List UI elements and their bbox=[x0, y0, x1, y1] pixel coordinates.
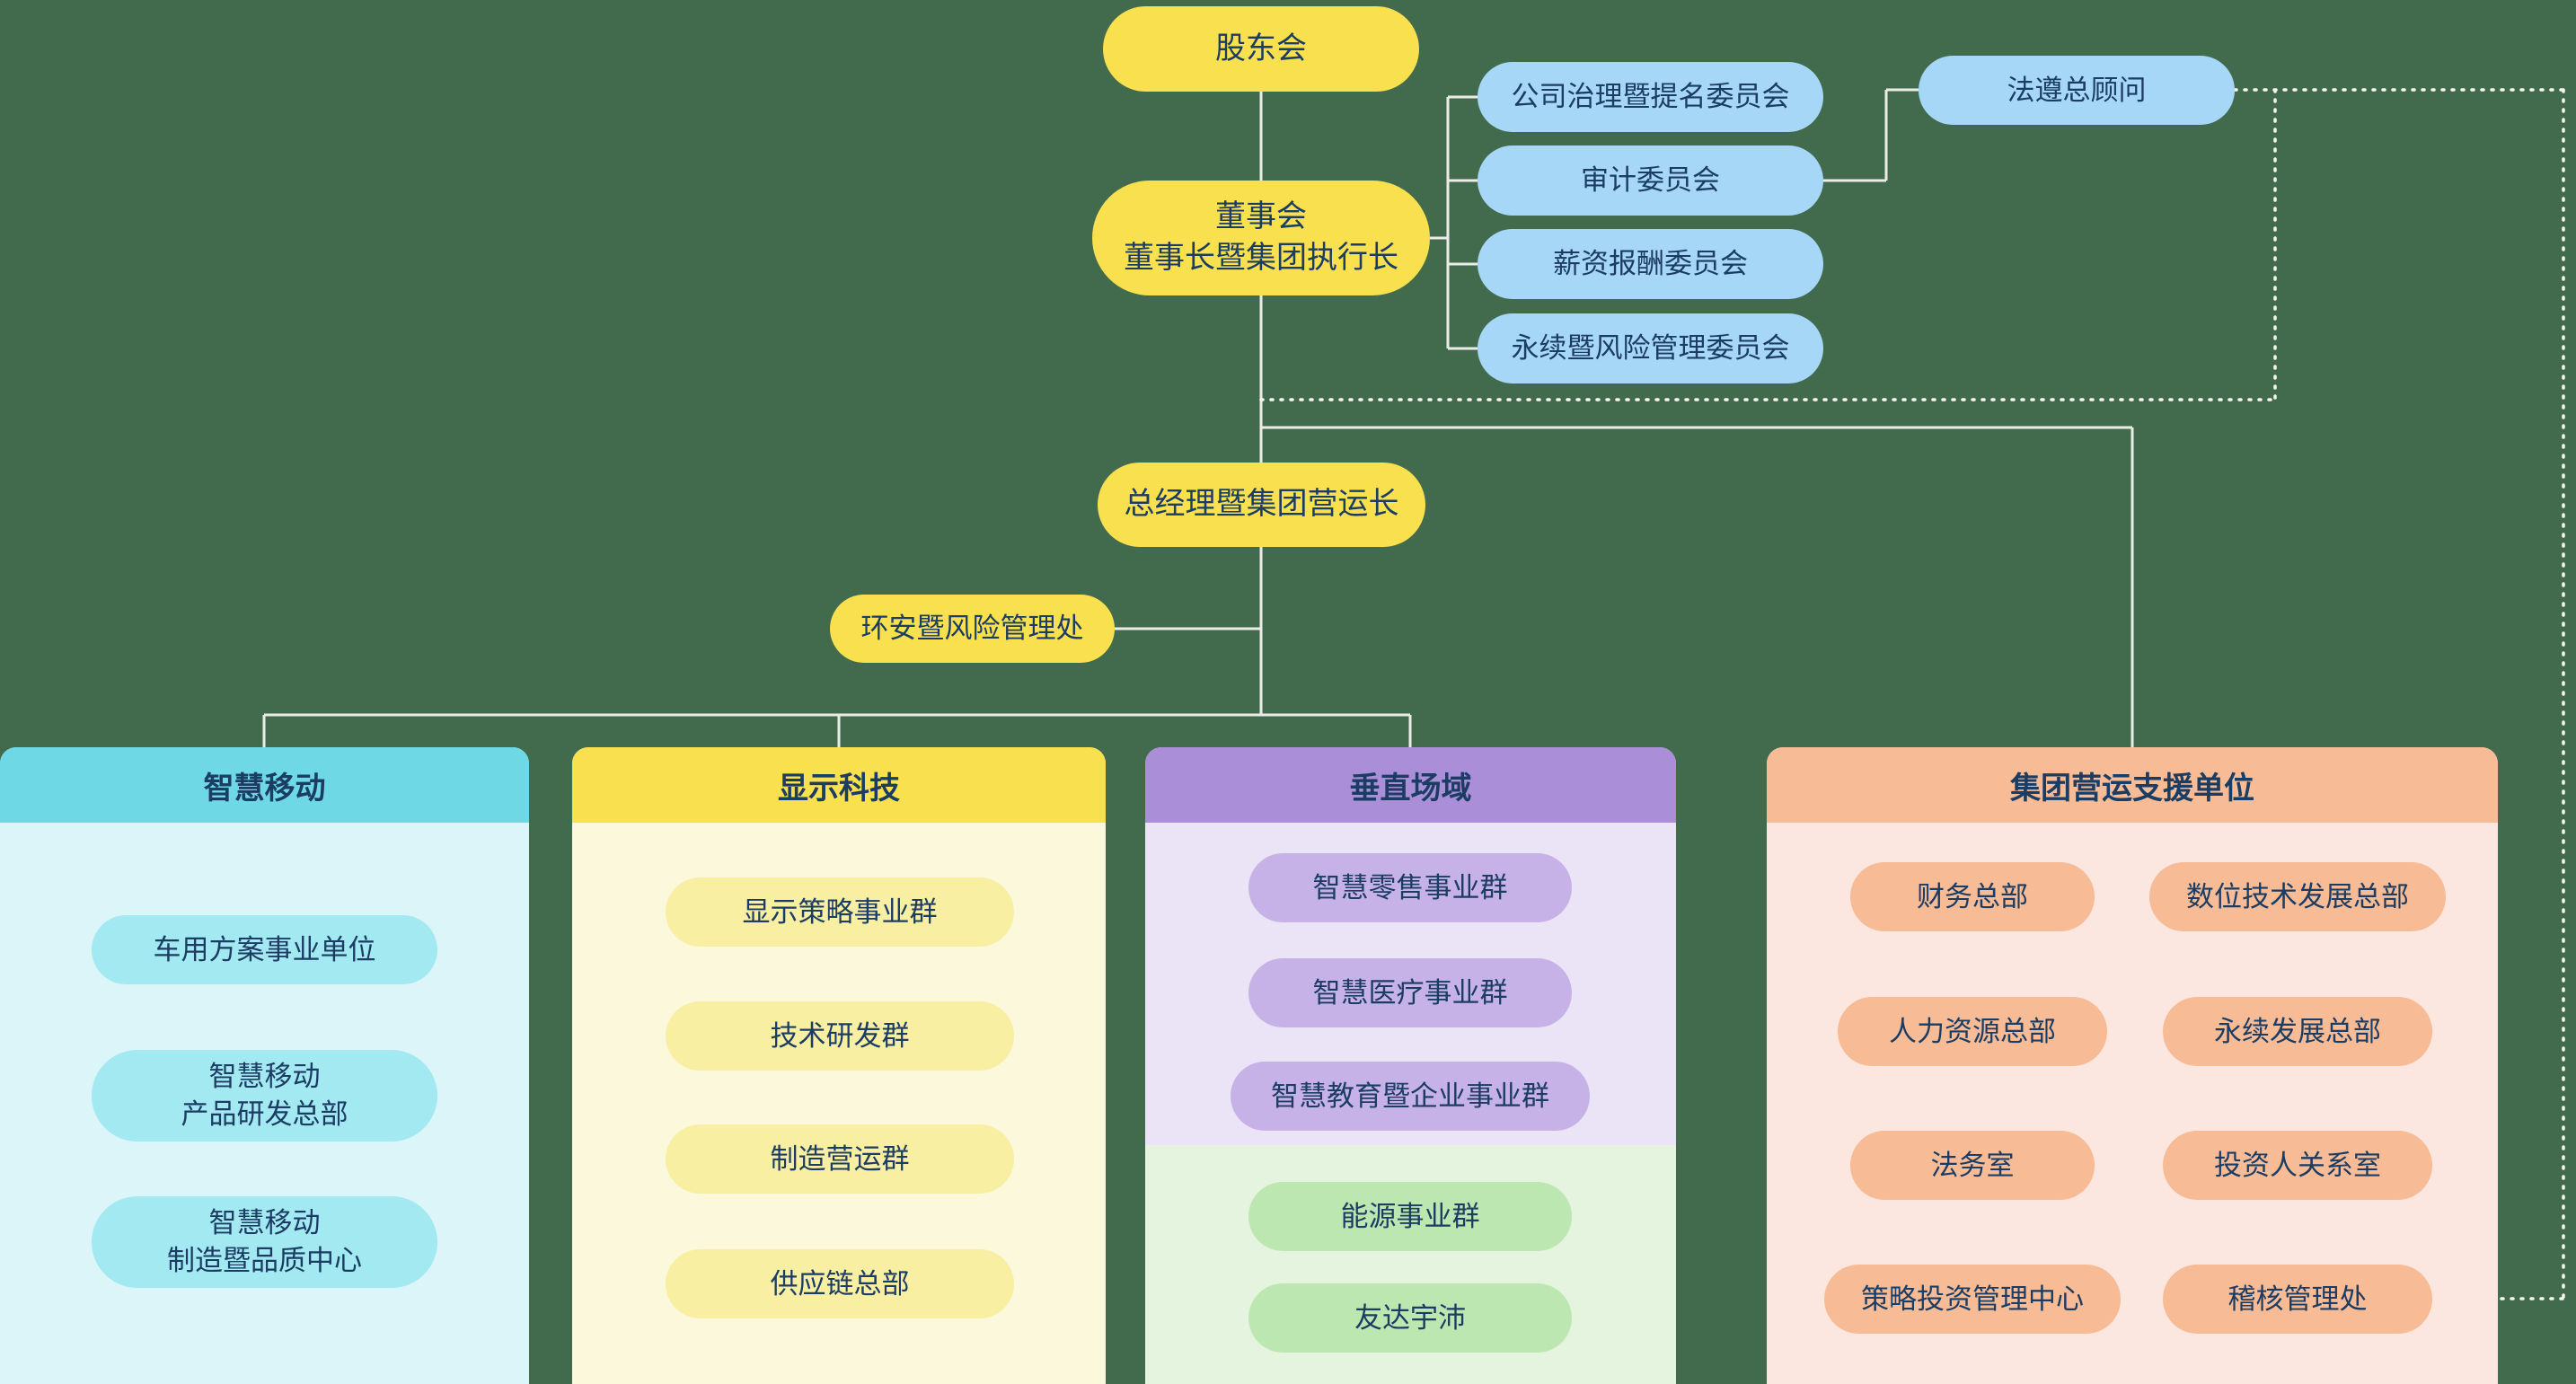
org-unit-pill: 制造营运群 bbox=[666, 1124, 1014, 1194]
org-unit-pill: 智慧医疗事业群 bbox=[1248, 958, 1572, 1027]
org-unit-pill: 智慧移动 制造暨品质中心 bbox=[92, 1196, 437, 1288]
org-unit-pill: 稽核管理处 bbox=[2163, 1265, 2432, 1334]
committee-sustainability-risk: 永续暨风险管理委员会 bbox=[1478, 313, 1823, 383]
org-unit-pill: 投资人关系室 bbox=[2163, 1131, 2432, 1200]
org-unit-pill: 策略投资管理中心 bbox=[1824, 1265, 2121, 1334]
board-title-line2: 董事长暨集团执行长 bbox=[1124, 241, 1398, 275]
org-unit-pill: 智慧零售事业群 bbox=[1248, 853, 1572, 922]
committee-compensation: 薪资报酬委员会 bbox=[1478, 229, 1823, 299]
panel-title: 智慧移动 bbox=[203, 771, 326, 806]
board-title-line1: 董事会 bbox=[1215, 199, 1307, 234]
node-compliance-counsel: 法遵总顾问 bbox=[1919, 56, 2235, 125]
org-unit-pill: 友达宇沛 bbox=[1248, 1283, 1572, 1353]
org-unit-pill: 永续发展总部 bbox=[2163, 997, 2432, 1066]
panel-corporate-support: 集团营运支援单位 财务总部 数位技术发展总部 人力资源总部 永续发展总部 法务室… bbox=[1767, 747, 2498, 1384]
org-unit-pill: 人力资源总部 bbox=[1838, 997, 2107, 1066]
org-unit-pill: 能源事业群 bbox=[1248, 1182, 1572, 1251]
panel-vertical-solutions-header: 垂直场域 bbox=[1145, 747, 1676, 823]
panel-display-technology: 显示科技 显示策略事业群 技术研发群 制造营运群 供应链总部 bbox=[572, 747, 1106, 1384]
panel-smart-mobility: 智慧移动 车用方案事业单位 智慧移动 产品研发总部 智慧移动 制造暨品质中心 bbox=[0, 747, 529, 1384]
panel-vertical-solutions: 垂直场域 智慧零售事业群 智慧医疗事业群 智慧教育暨企业事业群 能源事业群 友达… bbox=[1145, 747, 1676, 1384]
panel-title: 集团营运支援单位 bbox=[2010, 771, 2254, 806]
panel-smart-mobility-header: 智慧移动 bbox=[0, 747, 529, 823]
node-shareholders: 股东会 bbox=[1103, 6, 1419, 92]
panel-title: 显示科技 bbox=[778, 771, 900, 806]
org-unit-pill: 智慧移动 产品研发总部 bbox=[92, 1050, 437, 1142]
org-unit-pill: 供应链总部 bbox=[666, 1249, 1014, 1318]
solid-connectors bbox=[262, 88, 2134, 747]
org-unit-pill: 技术研发群 bbox=[666, 1001, 1014, 1071]
org-unit-pill: 车用方案事业单位 bbox=[92, 915, 437, 984]
committee-governance-nomination: 公司治理暨提名委员会 bbox=[1478, 62, 1823, 132]
org-unit-pill: 智慧教育暨企业事业群 bbox=[1231, 1062, 1590, 1131]
dotted-connectors bbox=[1259, 88, 2565, 1300]
org-unit-pill: 财务总部 bbox=[1850, 862, 2095, 931]
org-unit-pill: 数位技术发展总部 bbox=[2149, 862, 2446, 931]
node-board: 董事会 董事长暨集团执行长 bbox=[1092, 181, 1430, 295]
org-unit-pill: 显示策略事业群 bbox=[666, 877, 1014, 947]
node-president-coo: 总经理暨集团营运长 bbox=[1098, 463, 1425, 547]
panel-title: 垂直场域 bbox=[1349, 771, 1472, 806]
panel-display-technology-header: 显示科技 bbox=[572, 747, 1106, 823]
node-ehs-risk-division: 环安暨风险管理处 bbox=[830, 595, 1115, 663]
org-unit-pill: 法务室 bbox=[1850, 1131, 2095, 1200]
committee-audit: 审计委员会 bbox=[1478, 145, 1823, 216]
panel-corporate-support-header: 集团营运支援单位 bbox=[1767, 747, 2498, 823]
